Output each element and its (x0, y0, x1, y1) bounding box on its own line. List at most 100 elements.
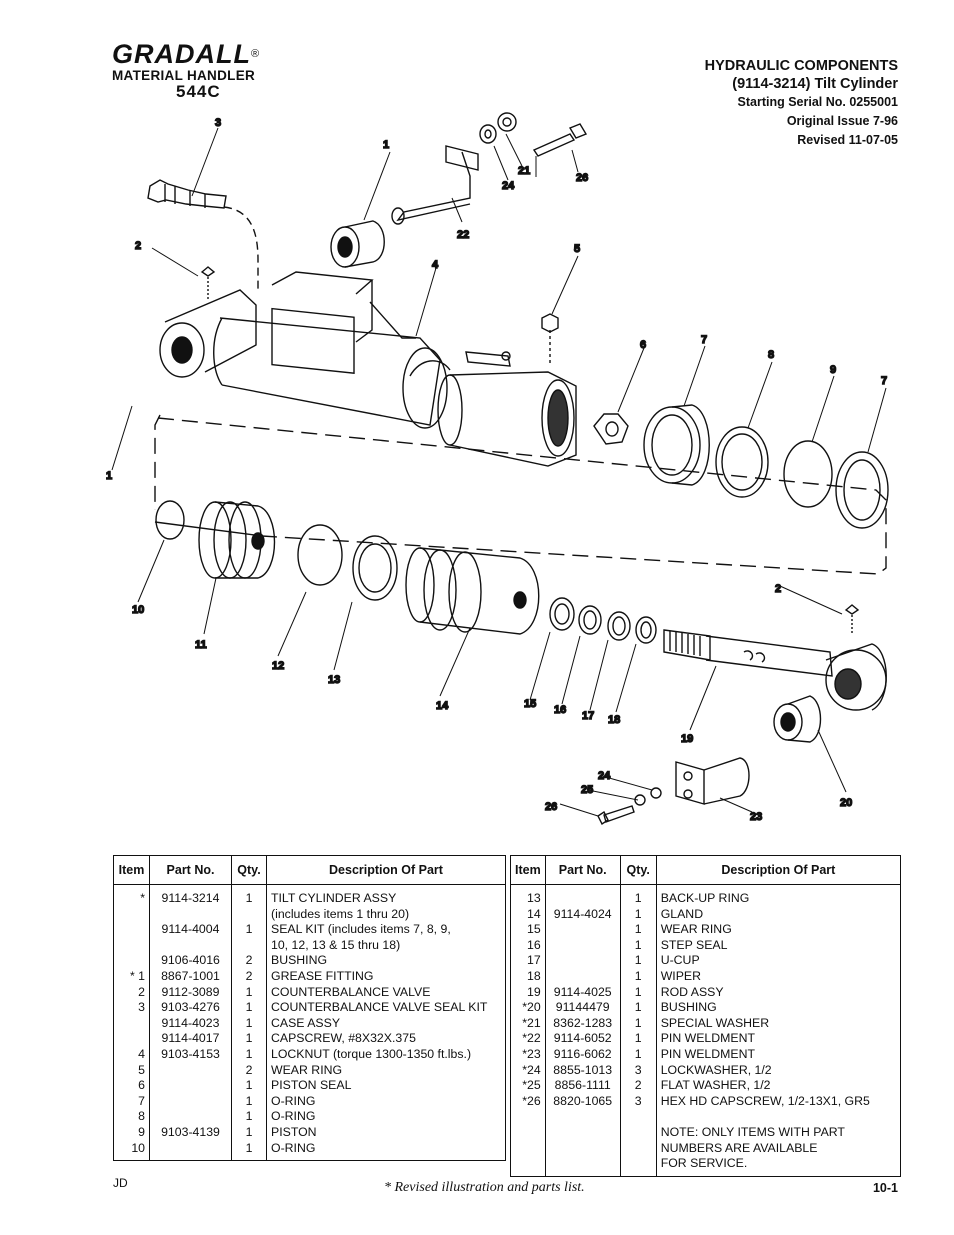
original-issue: Original Issue 7-96 (786, 114, 898, 128)
callout-20: 20 (840, 797, 852, 809)
table-cell: 1 (634, 953, 642, 968)
footer-revision-note: * Revised illustration and parts list. (384, 1180, 585, 1195)
table-cell: FOR SERVICE. (660, 1156, 748, 1171)
table-cell (118, 1031, 145, 1047)
table-cell (550, 969, 616, 985)
table-cell: 9114-4023 (161, 1015, 220, 1030)
pin-weldment-drawing (391, 145, 479, 225)
table-cell: BACK-UP RING (660, 891, 750, 905)
table-cell: NUMBERS ARE AVAILABLE (660, 1140, 818, 1155)
table-cell: COUNTERBALANCE VALVE SEAL KIT (271, 1000, 488, 1015)
table-cell: 1 (245, 1031, 253, 1046)
table-cell: 9103-4153 (161, 1046, 220, 1061)
table-cell: (includes items 1 thru 20) (271, 906, 410, 921)
callout-25: 25 (581, 784, 593, 796)
callout-8: 8 (768, 349, 774, 361)
table-cell (550, 938, 616, 954)
table-cell: SPECIAL WASHER (660, 1015, 770, 1030)
table-cell: 19 (527, 984, 541, 999)
table-cell: LOCKWASHER, 1/2 (660, 1062, 772, 1077)
table-cell: *21 (522, 1015, 541, 1030)
table-cell: 2 (634, 1078, 642, 1093)
table-cell: 1 (634, 1046, 642, 1061)
table-header-row: Item Part No. Qty. Description Of Part (113, 855, 506, 885)
table-cell: O-RING (271, 1140, 316, 1155)
table-cell (154, 1078, 227, 1094)
table-cell: 2 (245, 968, 253, 983)
header-description: Description Of Part (655, 855, 902, 885)
callout-18: 18 (608, 714, 620, 726)
table-cell: 9114-4025 (553, 984, 612, 999)
table-cell (154, 1109, 227, 1125)
table-cell: 1 (245, 1109, 253, 1124)
table-cell: 8820-1065 (553, 1093, 613, 1108)
callout-2-bottom: 2 (775, 583, 781, 595)
table-cell: HEX HD CAPSCREW, 1/2-13X1, GR5 (660, 1093, 870, 1108)
callout-14: 14 (436, 700, 449, 712)
callout-2-top: 2 (135, 240, 141, 252)
table-cell: 1 (245, 891, 253, 905)
table-cell (154, 1141, 227, 1157)
table-cell: 5 (138, 1062, 145, 1077)
header-part-no: Part No. (149, 855, 232, 885)
table-cell (118, 938, 145, 954)
table-cell: * 1 (129, 968, 145, 983)
page-header: HYDRAULIC COMPONENTS (9114-3214) Tilt Cy… (705, 57, 898, 150)
callout-9: 9 (830, 364, 836, 376)
revised-date: Revised 11-07-05 (797, 133, 898, 147)
table-cell: 2 (138, 984, 145, 999)
header-item: Item (113, 855, 150, 885)
table-cell: WEAR RING (660, 922, 732, 937)
callout-15: 15 (524, 698, 536, 710)
table-cell: 9114-6052 (553, 1031, 612, 1046)
callout-13: 13 (328, 674, 340, 686)
table-cell: *24 (522, 1062, 541, 1077)
table-cell: 3 (634, 1093, 642, 1108)
table-cell: 15 (527, 922, 541, 937)
callout-4: 4 (432, 259, 439, 271)
table-cell: 1 (245, 984, 253, 999)
table-cell: *20 (522, 1000, 541, 1015)
table-cell: 3 (138, 1000, 145, 1015)
table-cell: BUSHING (660, 1000, 717, 1015)
callout-11: 11 (195, 639, 207, 651)
table-cell: 2 (245, 953, 253, 968)
table-cell: 8362-1283 (553, 1015, 613, 1030)
table-cell: 9114-3214 (161, 891, 220, 905)
table-cell: 9 (138, 1124, 145, 1139)
callout-5: 5 (574, 243, 580, 255)
table-cell: 1 (634, 937, 642, 952)
callout-12: 12 (272, 660, 284, 672)
table-cell (154, 907, 227, 923)
callout-24-bottom: 24 (598, 770, 611, 782)
table-cell: 1 (245, 1093, 253, 1108)
table-cell: CAPSCREW, #8X32X.375 (271, 1031, 416, 1046)
table-cell: 9106-4016 (161, 953, 220, 968)
table-cell: 1 (634, 906, 642, 921)
table-cell: 8 (138, 1109, 145, 1124)
table-cell: 1 (245, 922, 253, 937)
table-cell: NOTE: ONLY ITEMS WITH PART (660, 1124, 845, 1139)
callout-7a: 7 (701, 334, 707, 346)
table-cell: 1 (634, 968, 642, 983)
table-cell: GREASE FITTING (271, 968, 374, 983)
description-column: TILT CYLINDER ASSY(includes items 1 thru… (266, 884, 506, 1162)
table-cell: 1 (245, 1000, 253, 1015)
table-cell: U-CUP (660, 953, 700, 968)
parts-table-right: Item Part No. Qty. Description Of Part 1… (510, 855, 902, 1177)
brand-logo: GRADALL® MATERIAL HANDLER 544C (112, 40, 302, 101)
callout-7b: 7 (881, 375, 887, 387)
gradall-logo: GRADALL® (112, 39, 261, 69)
brand-subtitle: MATERIAL HANDLER (112, 68, 256, 83)
section-title: HYDRAULIC COMPONENTS (704, 58, 898, 74)
table-cell: 7 (138, 1093, 145, 1108)
table-cell: PISTON SEAL (271, 1078, 352, 1093)
table-cell: 16 (527, 937, 541, 952)
table-cell: 8856-1111 (554, 1078, 611, 1093)
table-cell (154, 938, 227, 954)
